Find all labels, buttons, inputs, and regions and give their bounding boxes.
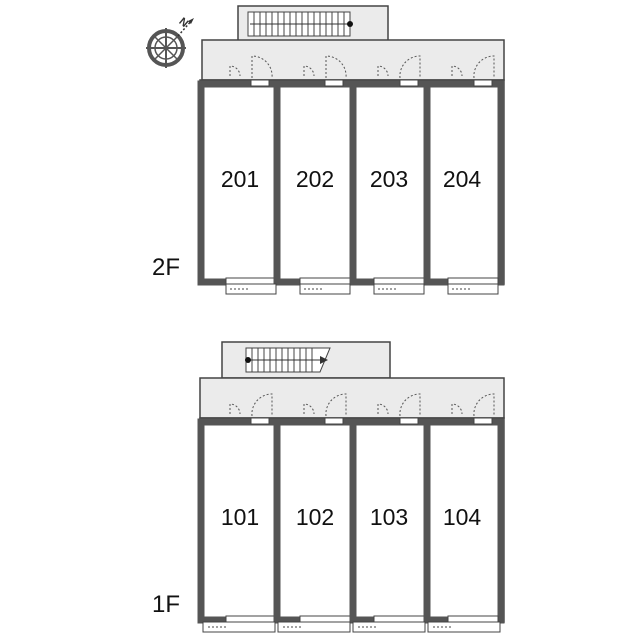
- unit-label: 103: [370, 504, 408, 530]
- unit-label: 202: [296, 166, 334, 192]
- unit-101[interactable]: 101: [197, 417, 281, 624]
- corridor-2f: [201, 39, 505, 81]
- stair-2f: [237, 5, 389, 40]
- door-swings-2f: [229, 55, 495, 79]
- balconies-2f: [225, 283, 499, 295]
- unit-104[interactable]: 104: [423, 417, 505, 624]
- unit-202[interactable]: 202: [273, 79, 357, 286]
- unit-label: 204: [443, 166, 482, 192]
- compass-north-label: N: [176, 16, 190, 30]
- unit-204[interactable]: 204: [423, 79, 505, 286]
- unit-label: 201: [221, 166, 259, 192]
- unit-label: 104: [443, 504, 482, 530]
- stair-1f: [221, 341, 391, 379]
- floor-label-2f: 2F: [152, 254, 180, 281]
- unit-label: 203: [370, 166, 408, 192]
- unit-label: 101: [221, 504, 259, 530]
- corridor-1f: [199, 377, 505, 419]
- unit-102[interactable]: 102: [273, 417, 357, 624]
- unit-201[interactable]: 201: [197, 79, 281, 286]
- unit-203[interactable]: 203: [349, 79, 431, 286]
- floor-label-1f: 1F: [152, 591, 180, 618]
- compass-rose-icon: [146, 18, 194, 68]
- unit-label: 102: [296, 504, 334, 530]
- balconies-1f: [202, 621, 501, 633]
- unit-103[interactable]: 103: [349, 417, 431, 624]
- door-swings-1f: [229, 393, 495, 417]
